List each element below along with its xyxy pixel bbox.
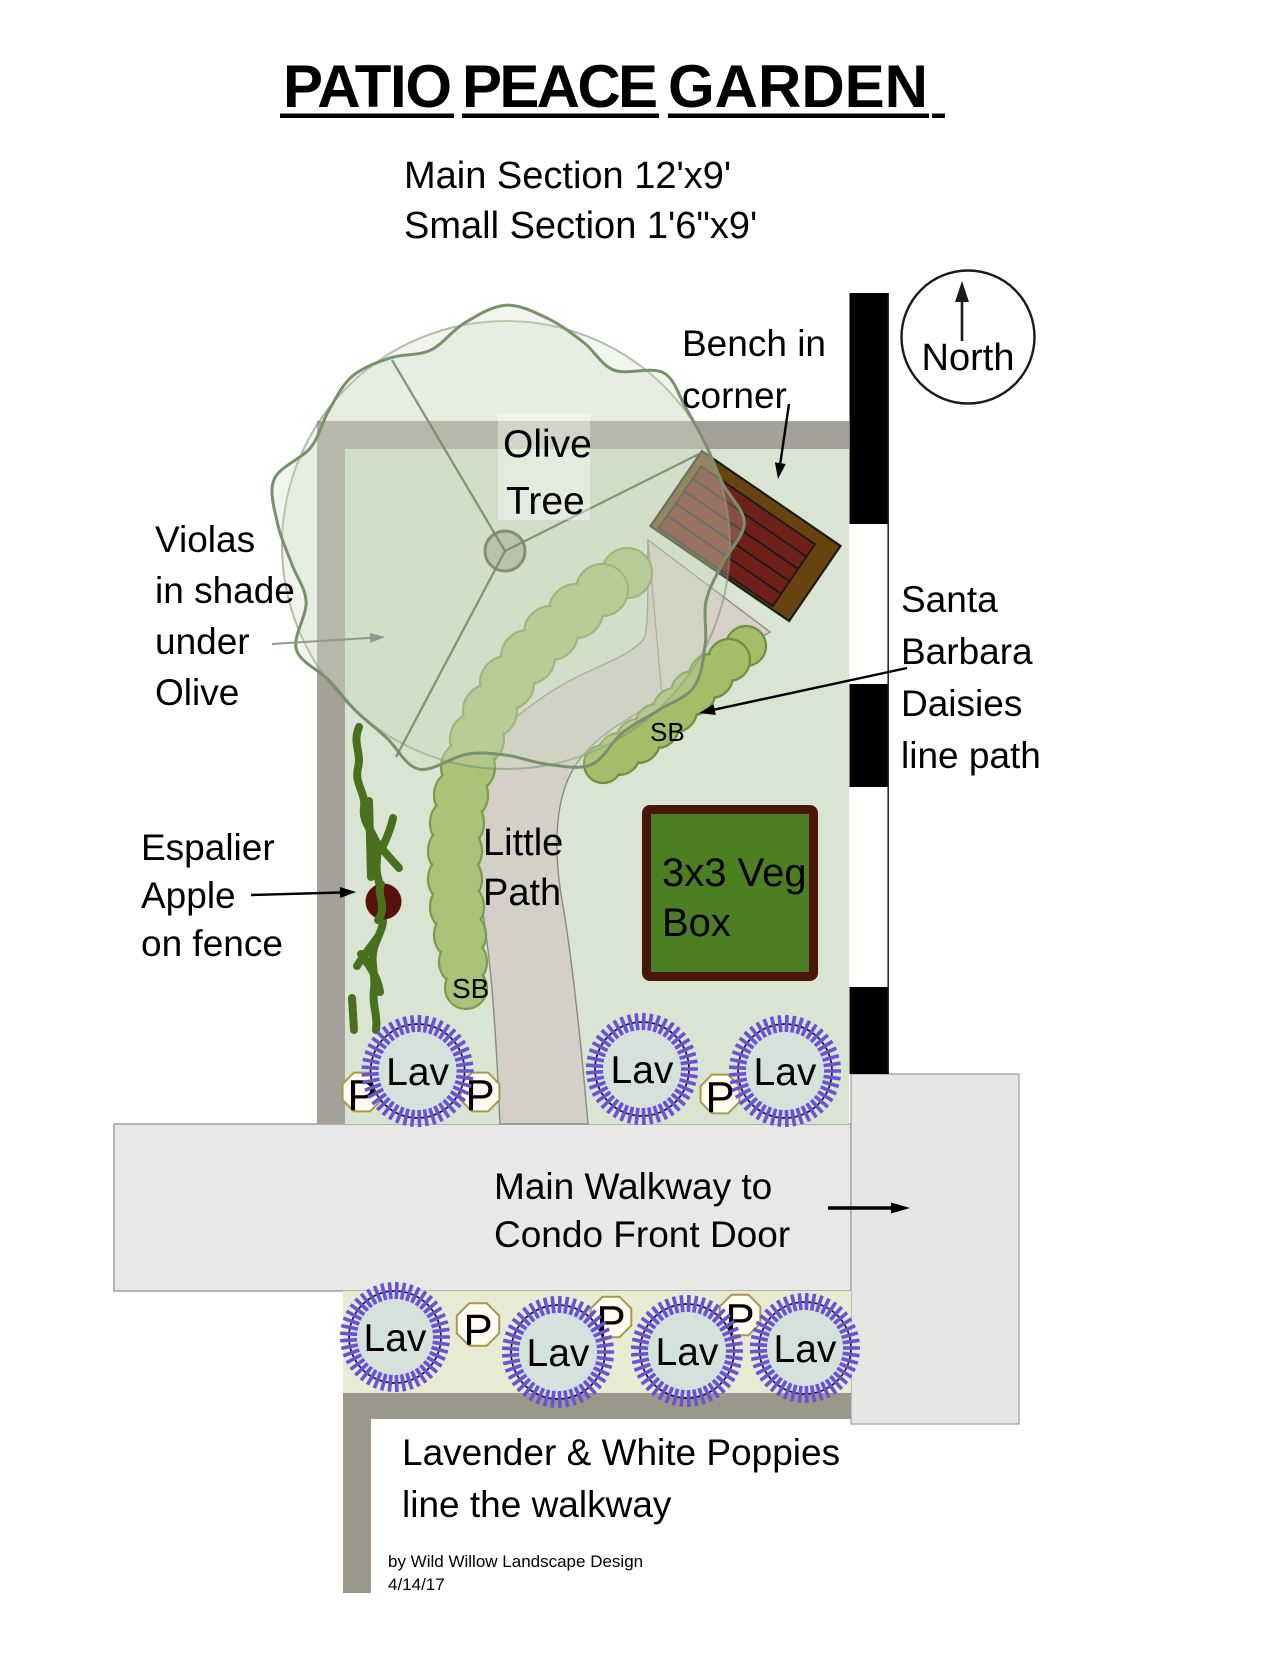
svg-text:3x3 Veg: 3x3 Veg: [662, 851, 807, 895]
svg-text:Small Section 1'6"x9': Small Section 1'6"x9': [404, 205, 757, 247]
svg-text:Little: Little: [483, 822, 563, 864]
svg-text:Lav: Lav: [656, 1331, 719, 1374]
svg-text:SB: SB: [452, 973, 489, 1004]
svg-text:Olive: Olive: [155, 672, 239, 713]
svg-text:Box: Box: [662, 901, 731, 945]
svg-text:North: North: [922, 337, 1015, 379]
svg-text:in shade: in shade: [155, 570, 295, 611]
svg-text:Apple: Apple: [141, 875, 236, 916]
svg-text:under: under: [155, 621, 250, 662]
svg-text:Santa: Santa: [901, 579, 998, 620]
svg-text:Tree: Tree: [506, 480, 585, 523]
svg-text:corner: corner: [682, 375, 787, 416]
svg-text:Lav: Lav: [386, 1051, 449, 1094]
svg-text:Lavender & White Poppies: Lavender & White Poppies: [402, 1432, 840, 1473]
svg-text:Espalier: Espalier: [141, 827, 275, 868]
svg-text:Lav: Lav: [364, 1317, 427, 1360]
svg-text:P: P: [705, 1073, 734, 1122]
svg-text:Lav: Lav: [527, 1332, 590, 1375]
svg-text:PEACE: PEACE: [462, 53, 658, 120]
svg-text:Lav: Lav: [774, 1328, 837, 1371]
svg-text:Lav: Lav: [611, 1049, 674, 1092]
svg-text:SB: SB: [650, 717, 685, 747]
svg-text:Path: Path: [483, 872, 561, 914]
svg-text:Bench in: Bench in: [682, 323, 826, 364]
svg-text:4/14/17: 4/14/17: [388, 1575, 445, 1594]
svg-text:Barbara: Barbara: [901, 631, 1033, 672]
svg-text:GARDEN: GARDEN: [668, 53, 928, 120]
svg-text:Violas: Violas: [155, 519, 255, 560]
svg-text:Main Walkway to: Main Walkway to: [494, 1166, 772, 1207]
svg-text:Condo Front Door: Condo Front Door: [494, 1214, 790, 1255]
svg-text:on fence: on fence: [141, 923, 283, 964]
svg-text:Olive: Olive: [503, 423, 592, 466]
svg-text:line the walkway: line the walkway: [402, 1484, 672, 1525]
svg-text:PATIO: PATIO: [283, 53, 452, 120]
svg-text:line path: line path: [901, 735, 1041, 776]
svg-text:Main Section 12'x9': Main Section 12'x9': [404, 155, 731, 197]
svg-text:P: P: [463, 1306, 492, 1355]
svg-text:Lav: Lav: [754, 1051, 817, 1094]
svg-text:Daisies: Daisies: [901, 683, 1022, 724]
svg-text:by Wild Willow Landscape Desig: by Wild Willow Landscape Design: [388, 1552, 643, 1571]
